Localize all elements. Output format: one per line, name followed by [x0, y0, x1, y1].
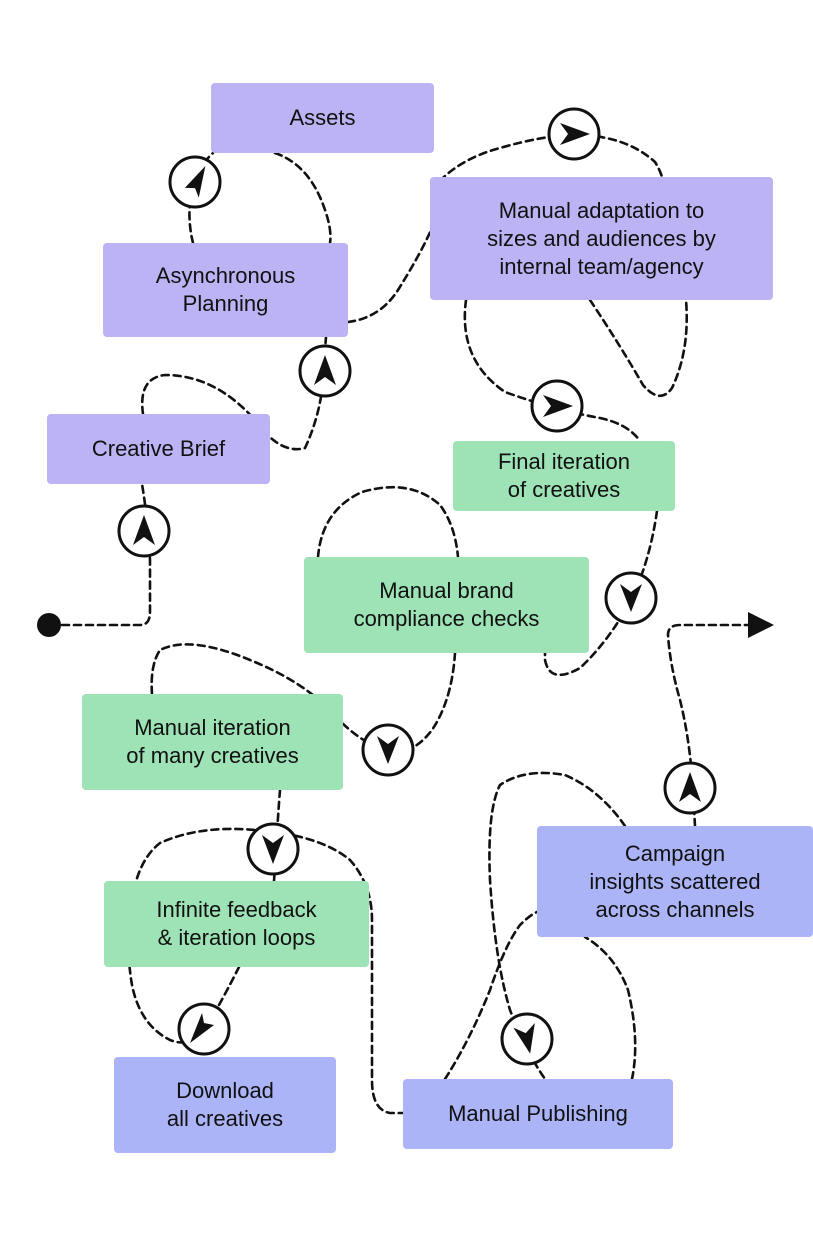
feedback-loops-label: Infinite feedback & iteration loops: [156, 897, 317, 950]
connector-publish-right-loop: [583, 935, 637, 1081]
assets-node: Assets: [211, 83, 434, 153]
connector-assets-loop: [273, 151, 332, 245]
connector-adapt-bottom-loop: [463, 298, 642, 443]
download-label: Download all creatives: [166, 1078, 284, 1131]
asynchronous-planning-node: Asynchronous Planning: [103, 243, 348, 337]
manual-publishing-node: Manual Publishing: [403, 1079, 673, 1149]
creative-brief-label: Creative Brief: [91, 436, 226, 461]
connector-final-to-brand: [543, 509, 659, 677]
manual-iteration-label: Manual iteration of many creatives: [126, 715, 299, 768]
connector-start-to-brief: [48, 482, 152, 627]
campaign-insights-node: Campaign insights scattered across chann…: [537, 826, 813, 937]
end-arrow-icon: [748, 612, 774, 638]
manual-adaptation-label: Manual adaptation to sizes and audiences…: [487, 197, 716, 279]
manual-publishing-label: Manual Publishing: [448, 1101, 628, 1126]
connector-publish-to-insights: [443, 910, 539, 1081]
connector-async-to-adapt: [346, 226, 434, 324]
connector-insights-to-end: [666, 623, 757, 828]
start-dot-icon: [37, 613, 61, 637]
final-iteration-node: Final iteration of creatives: [453, 441, 675, 511]
connector-adapt-right-loop: [588, 298, 689, 398]
brand-compliance-node: Manual brand compliance checks: [304, 557, 589, 653]
final-iteration-label: Final iteration of creatives: [497, 449, 631, 502]
campaign-insights-label: Campaign insights scattered across chann…: [589, 840, 761, 922]
brand-compliance-label: Manual brand compliance checks: [353, 578, 540, 631]
manual-adaptation-node: Manual adaptation to sizes and audiences…: [430, 177, 773, 300]
asynchronous-planning-label: Asynchronous Planning: [155, 263, 296, 316]
feedback-loops-node: Infinite feedback & iteration loops: [104, 881, 369, 967]
assets-label: Assets: [289, 105, 356, 130]
download-node: Download all creatives: [114, 1057, 336, 1153]
connector-brand-top-loop: [316, 485, 460, 559]
creative-brief-node: Creative Brief: [47, 414, 270, 484]
connector-insights-to-publish: [488, 771, 627, 1081]
manual-iteration-node: Manual iteration of many creatives: [82, 694, 343, 790]
